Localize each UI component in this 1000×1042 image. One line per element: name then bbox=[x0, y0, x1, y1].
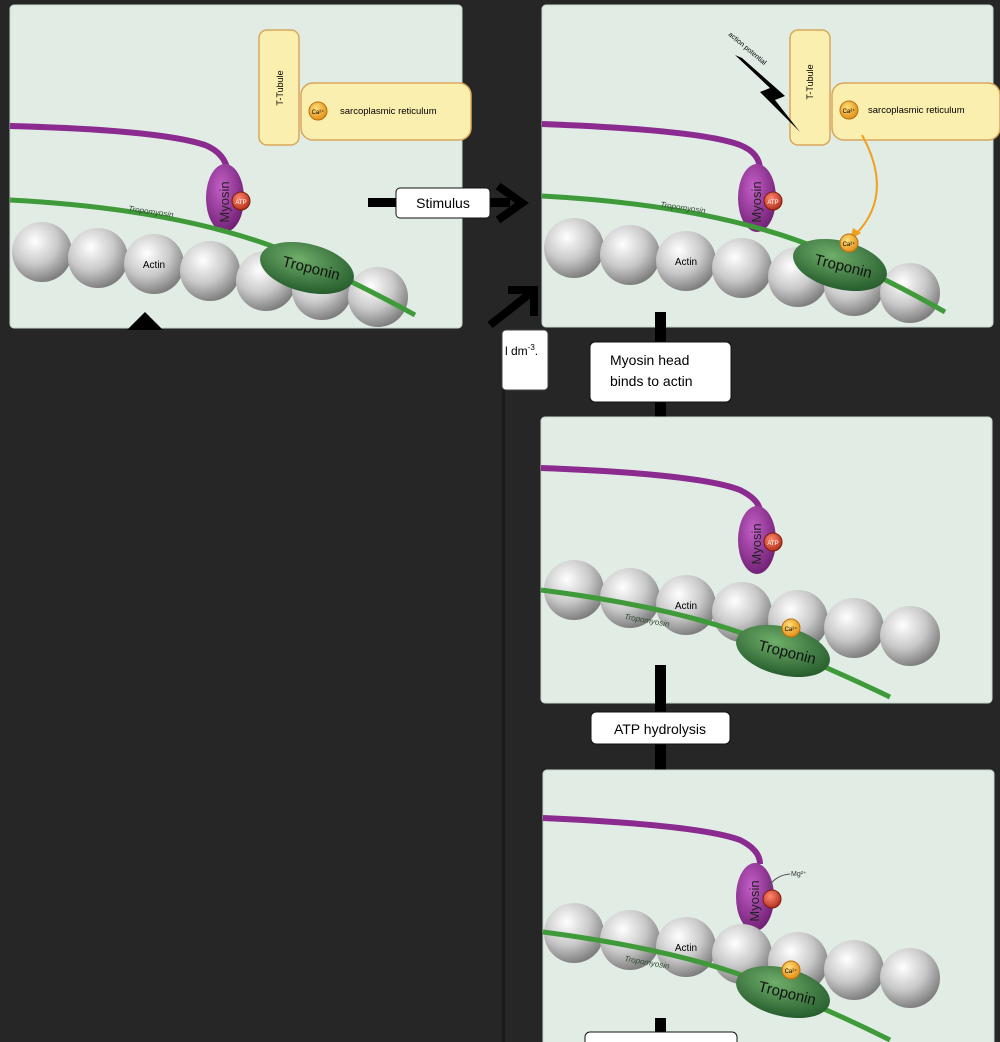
calcium-release-arrow bbox=[854, 134, 878, 236]
actin-filament-2: Actin bbox=[544, 218, 940, 323]
atp-hydrolysis-box: ATP hydrolysis bbox=[590, 711, 731, 745]
calcium-icon bbox=[308, 101, 328, 121]
troponin: Troponin bbox=[260, 241, 354, 295]
sr-label: sarcoplasmic reticulum bbox=[340, 106, 437, 117]
sarcoplasmic-reticulum: Ca²⁺ sarcoplasmic reticulum bbox=[300, 82, 472, 141]
myosin-label-4: Myosin bbox=[747, 880, 762, 921]
myosin-label-2: Myosin bbox=[749, 181, 764, 222]
panel-resting: T-Tubule Ca²⁺ sarcoplasmic reticulum Myo… bbox=[9, 4, 472, 329]
sr-label-2: sarcoplasmic reticulum bbox=[868, 105, 965, 116]
troponin-3: Troponin Ca²⁺ bbox=[736, 618, 830, 678]
myosin-3: Myosin ATP bbox=[540, 465, 783, 574]
t-tubule-label: T-Tubule bbox=[275, 70, 285, 105]
diagonal-arrow bbox=[487, 286, 538, 329]
divider bbox=[502, 390, 505, 1042]
atp-icon bbox=[231, 191, 251, 211]
myosin: Myosin ATP bbox=[9, 123, 251, 232]
svg-text:l dm-3.: l dm-3. bbox=[505, 343, 538, 358]
myosin-4: Myosin Mg²⁺ bbox=[542, 815, 807, 931]
partial-note-tail: . bbox=[535, 344, 538, 358]
partial-note-sup: -3 bbox=[528, 343, 536, 352]
troponin-4: Troponin Ca²⁺ bbox=[736, 960, 830, 1019]
atp-label: ATP bbox=[235, 200, 246, 206]
myosin-label: Myosin bbox=[217, 181, 232, 222]
down-arrow-3 bbox=[655, 1018, 666, 1042]
partial-note-text: l dm bbox=[505, 344, 528, 358]
atp-hydrolysis-label: ATP hydrolysis bbox=[614, 721, 706, 737]
actin-label-3: Actin bbox=[675, 601, 697, 612]
partial-note-box: l dm-3. bbox=[501, 329, 549, 391]
next-step-box bbox=[584, 1031, 738, 1042]
sarcoplasmic-reticulum-2: Ca²⁺ sarcoplasmic reticulum bbox=[831, 82, 1000, 141]
myosin-binds-line1: Myosin head bbox=[610, 352, 689, 368]
panel-stimulated: T-Tubule Ca²⁺ sarcoplasmic reticulum act… bbox=[541, 4, 1000, 328]
actin-label-4: Actin bbox=[675, 943, 697, 954]
calcium-label-3: Ca²⁺ bbox=[785, 626, 798, 633]
atp-label-2: ATP bbox=[767, 200, 778, 206]
myosin-label-3: Myosin bbox=[749, 523, 764, 564]
myosin-2: Myosin ATP bbox=[541, 121, 783, 232]
myosin-binds-box: Myosin head binds to actin bbox=[589, 341, 732, 403]
t-tubule-label-2: T-Tubule bbox=[805, 64, 815, 99]
troponin-2: Troponin Ca²⁺ bbox=[793, 233, 887, 292]
panel-bound: Myosin ATP Actin Tropomyosin Troponin Ca… bbox=[540, 416, 993, 704]
stimulus-label-box: Stimulus bbox=[395, 187, 491, 219]
myosin-binds-line2: binds to actin bbox=[610, 373, 693, 389]
t-tubule-2: T-Tubule bbox=[789, 29, 831, 146]
t-tubule: T-Tubule bbox=[258, 29, 300, 146]
actin-label: Actin bbox=[143, 260, 165, 271]
calcium-label: Ca²⁺ bbox=[312, 109, 325, 116]
panel-hydrolysed: Myosin Mg²⁺ Actin Tropomyosin Troponin C… bbox=[542, 769, 995, 1042]
up-arrow-icon bbox=[127, 312, 163, 330]
calcium-label-2b: Ca²⁺ bbox=[843, 241, 856, 248]
stimulus-label: Stimulus bbox=[416, 195, 470, 211]
actin-label-2: Actin bbox=[675, 257, 697, 268]
calcium-label-2: Ca²⁺ bbox=[843, 108, 856, 115]
stimulus-arrow bbox=[368, 182, 529, 224]
atp-label-3: ATP bbox=[767, 541, 778, 547]
calcium-label-4: Ca²⁺ bbox=[785, 968, 798, 975]
magnesium-label: Mg²⁺ bbox=[791, 871, 807, 878]
